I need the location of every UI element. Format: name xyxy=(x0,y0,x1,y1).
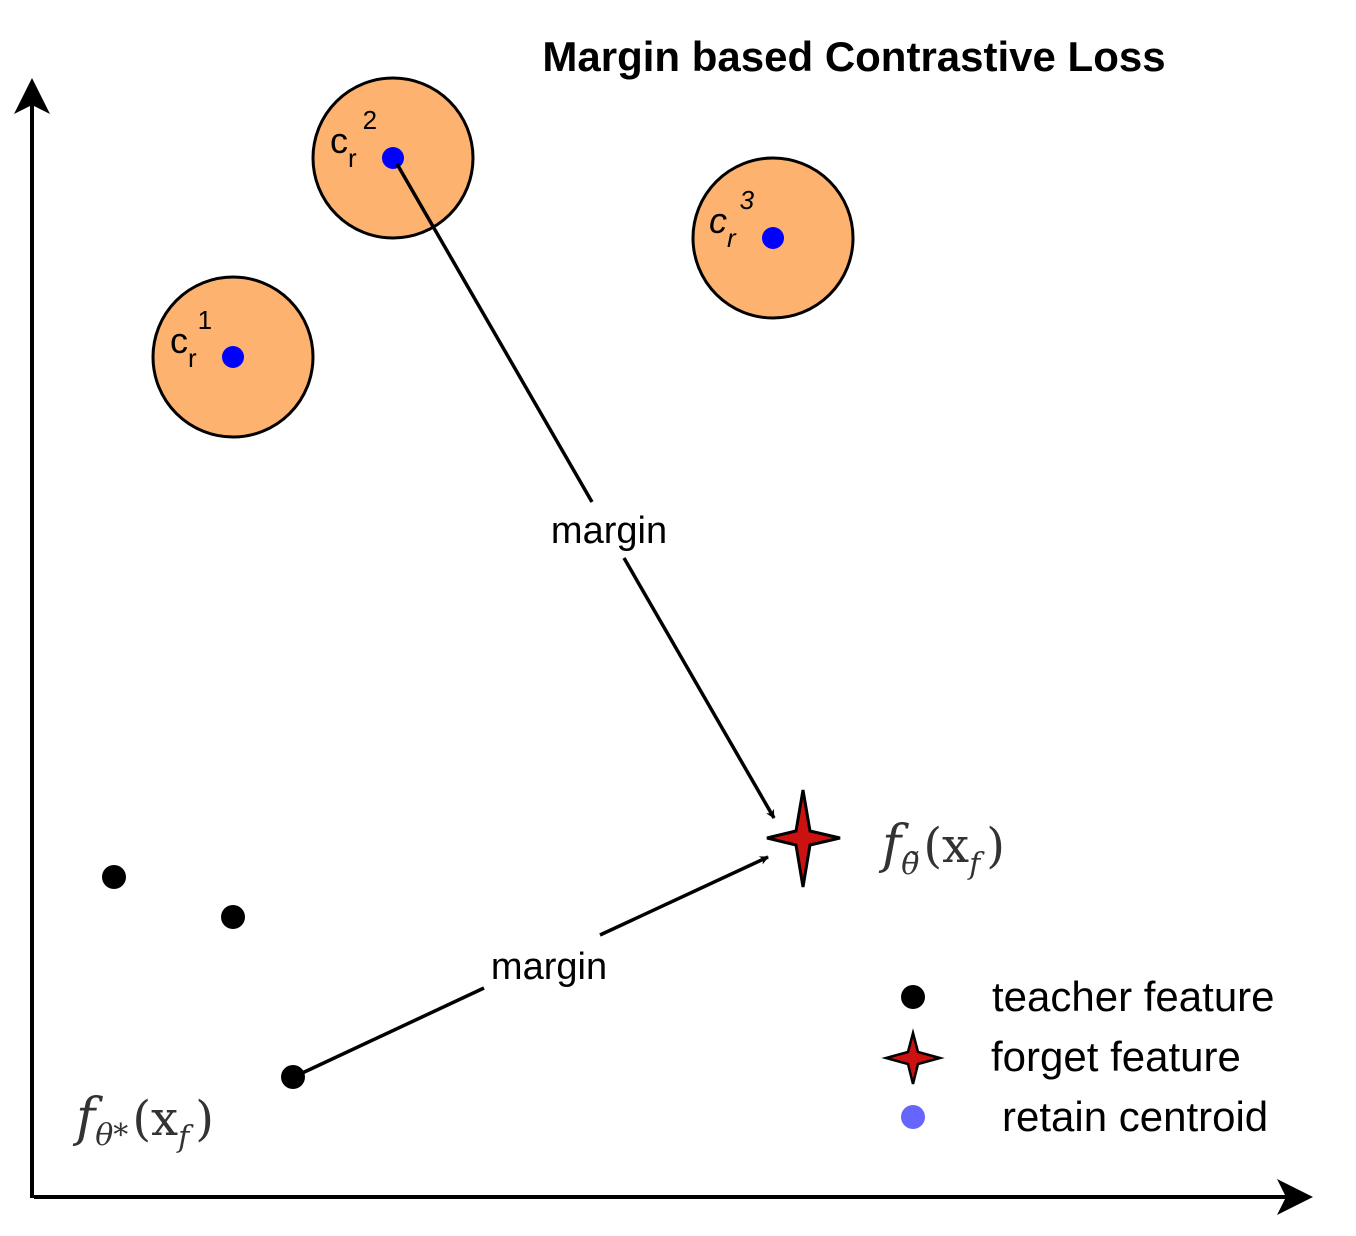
legend-label-forget: forget feature xyxy=(991,1033,1241,1080)
teacher-margin-arrow: margin xyxy=(297,855,769,1077)
retain-cluster-2: cr2 xyxy=(311,76,475,240)
teacher-feature-point-anchor xyxy=(281,1065,305,1089)
centroid-label: cr2 xyxy=(330,105,377,173)
retain-centroid-point xyxy=(222,346,244,368)
forget-feature-star-icon xyxy=(766,789,841,888)
legend-label-retain: retain centroid xyxy=(1002,1093,1268,1140)
retain-centroid-point xyxy=(382,147,404,169)
teacher-feature-math-label: fθ*(xf) xyxy=(72,1088,214,1155)
retain-cluster-1: cr1 xyxy=(151,275,315,439)
centroid-margin-arrow: margin xyxy=(395,163,776,819)
margin-label-upper: margin xyxy=(551,510,667,552)
blue-dot-icon xyxy=(901,1105,925,1129)
centroid-label: cr1 xyxy=(170,305,212,373)
axes xyxy=(14,78,1313,1215)
legend-label-teacher: teacher feature xyxy=(992,973,1275,1020)
y-axis-arrowhead-icon xyxy=(14,78,50,114)
teacher-feature-point xyxy=(221,905,245,929)
diagram-title: Margin based Contrastive Loss xyxy=(542,33,1165,80)
margin-label-lower: margin xyxy=(491,946,607,988)
centroid-label: cr3 xyxy=(709,185,755,253)
teacher-feature-point xyxy=(102,865,126,889)
forget-feature-math-label: fθ̃(xf) xyxy=(878,815,1005,882)
black-dot-icon xyxy=(901,985,925,1009)
retain-cluster-3: cr3 xyxy=(691,156,855,320)
x-axis-arrowhead-icon xyxy=(1277,1179,1313,1215)
legend: teacher feature forget feature retain ce… xyxy=(881,973,1275,1140)
red-star-icon xyxy=(881,1028,945,1085)
retain-centroid-point xyxy=(762,227,784,249)
